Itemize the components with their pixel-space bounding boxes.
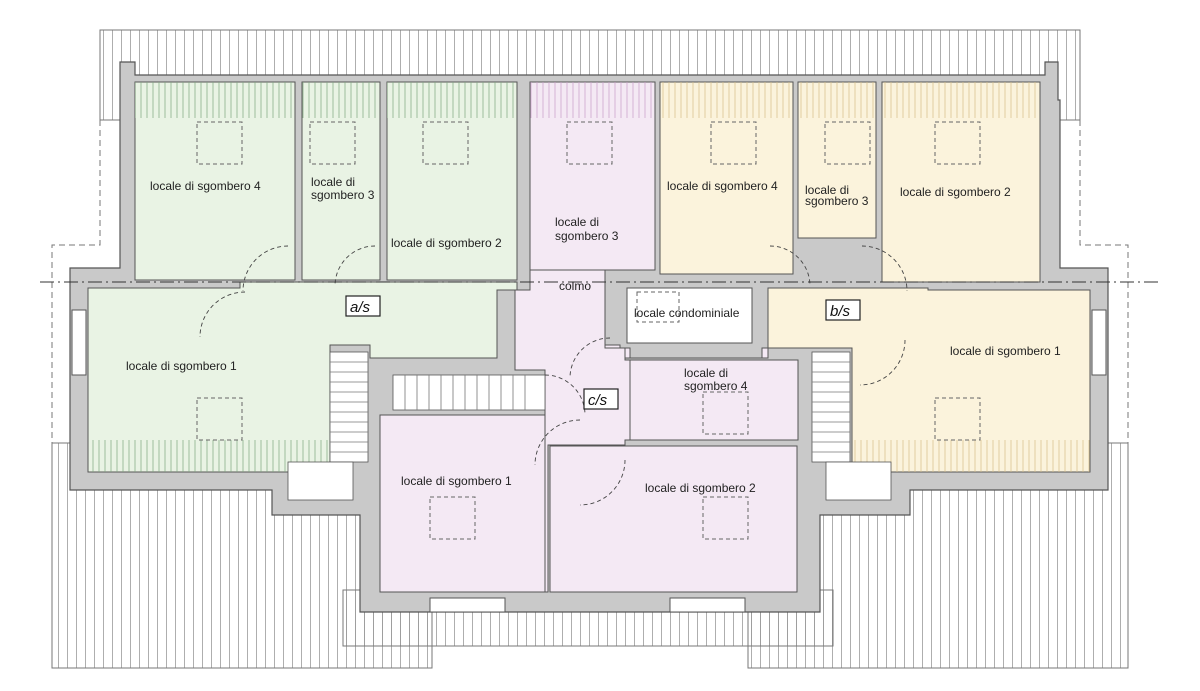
label-c-storage-4-line2: sgombero 4 — [684, 379, 748, 393]
label-b-storage-2: locale di sgombero 2 — [900, 185, 1011, 199]
label-ridge: colmo — [559, 279, 591, 293]
label-c-storage-4-line1: locale di — [684, 366, 728, 380]
door-swings — [199, 245, 908, 506]
label-b-storage-3-line2: sgombero 3 — [805, 194, 869, 208]
label-a-storage-2: locale di sgombero 2 — [391, 236, 502, 250]
windows — [71, 309, 1107, 613]
label-common-room: locale condominiale — [634, 306, 740, 320]
label-a-storage-3-line2: sgombero 3 — [311, 188, 375, 202]
unit-tags: a/s b/s c/s — [345, 295, 861, 410]
label-c-storage-1: locale di sgombero 1 — [401, 474, 512, 488]
label-a-storage-1: locale di sgombero 1 — [126, 359, 237, 373]
zone-c — [379, 81, 799, 593]
label-a-storage-4: locale di sgombero 4 — [150, 179, 261, 193]
skylights — [196, 121, 981, 540]
label-b-storage-4: locale di sgombero 4 — [667, 179, 778, 193]
label-c-storage-3-line2: sgombero 3 — [555, 229, 619, 243]
label-a-storage-3-line1: locale di — [311, 175, 355, 189]
tag-a: a/s — [350, 299, 371, 316]
label-b-storage-3-line1: locale di — [805, 183, 849, 197]
zone-b — [659, 81, 1091, 473]
label-b-storage-1: locale di sgombero 1 — [950, 344, 1061, 358]
tag-b: b/s — [830, 303, 851, 320]
common-room — [626, 287, 753, 344]
label-c-storage-2: locale di sgombero 2 — [645, 481, 756, 495]
zone-a — [87, 81, 518, 473]
label-c-storage-3-line1: locale di — [555, 215, 599, 229]
tag-c: c/s — [588, 392, 608, 409]
room-labels: locale di sgombero 4 locale di sgombero … — [126, 175, 1061, 495]
stairs — [287, 351, 892, 501]
